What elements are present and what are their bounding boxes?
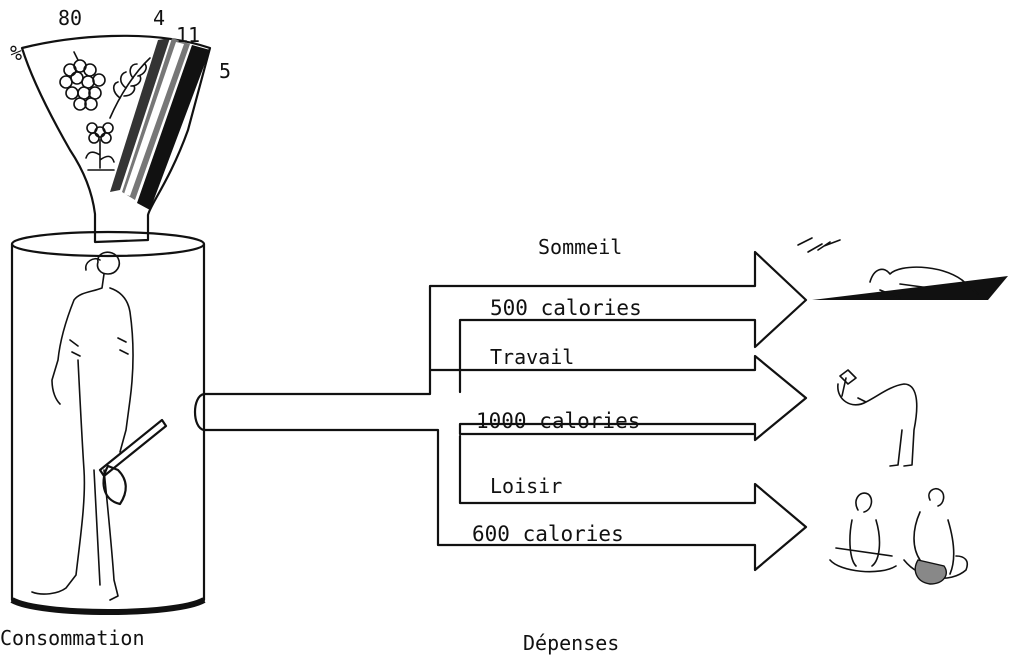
expenses-caption: Dépenses [523, 631, 619, 655]
calories-label-sleep: 500 calories [490, 296, 642, 320]
food-funnel: % 80 4 11 5 [10, 6, 231, 244]
consumption-caption: Consommation [0, 626, 145, 650]
share-label-11: 11 [176, 23, 200, 47]
worker-chopping-icon [837, 369, 918, 467]
flow-arrow-outline [202, 250, 808, 572]
wheat-icon [109, 57, 151, 119]
funnel-stripe-white [124, 42, 184, 196]
calories-label-work: 1000 calories [476, 409, 640, 433]
share-label-4: 4 [153, 6, 165, 30]
funnel-stripe-hatched [110, 38, 170, 192]
grapes-icon [59, 51, 106, 111]
body-cylinder [10, 230, 206, 615]
funnel-percent-sign: % [10, 41, 22, 65]
thin-man-figure [31, 251, 134, 601]
axe-icon [98, 418, 168, 506]
funnel-outline [20, 34, 212, 244]
calories-label-leisure: 600 calories [472, 522, 624, 546]
sleeping-person-icon [797, 237, 1008, 300]
activity-label-leisure: Loisir [490, 474, 562, 498]
energy-flow-arrows [193, 250, 808, 572]
seated-people-icon [829, 487, 969, 585]
flow-arrow-mouth [193, 392, 205, 432]
activity-label-sleep: Sommeil [538, 235, 622, 259]
sleep-marks-icon [797, 237, 841, 253]
activity-label-work: Travail [490, 345, 574, 369]
flower-icon [85, 122, 115, 171]
share-label-5: 5 [219, 59, 231, 83]
share-label-80: 80 [58, 6, 82, 30]
funnel-stripe-dark [137, 45, 210, 210]
